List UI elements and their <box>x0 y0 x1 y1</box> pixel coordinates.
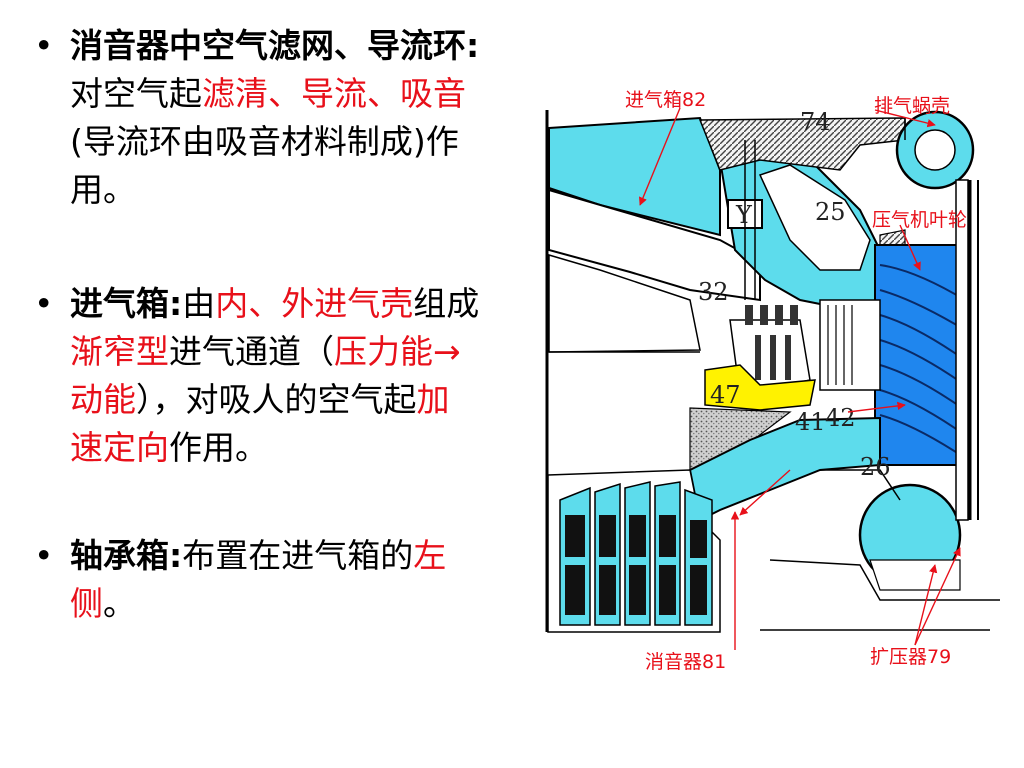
intake-text-1: 由 <box>182 284 216 323</box>
silencer-text-2: (导流环由吸音材料制成)作用。 <box>70 122 459 209</box>
bearing-heading: 轴承箱: <box>70 536 183 575</box>
label-exhaust-volute: 排气蜗壳 <box>874 95 950 117</box>
seal-housing <box>819 299 881 391</box>
part-number-y: Y <box>735 201 753 229</box>
bearing-text-2: 。 <box>103 584 136 623</box>
intake-highlight-1: 内、外进气壳 <box>215 284 414 323</box>
seal-rings <box>827 305 853 385</box>
impeller-blades <box>879 264 966 459</box>
intake-text-4: ），对吸人的空气起 <box>136 380 417 419</box>
bearing-housing-region <box>548 253 701 353</box>
silencer-text-1: 对空气起 <box>70 74 202 113</box>
silencer-absorber-blocks <box>565 515 707 615</box>
intake-text-3: 进气通道（ <box>169 332 334 371</box>
intake-text-2: 组成 <box>413 284 480 323</box>
intake-text-5: 作用。 <box>169 428 268 467</box>
bullet-dot: • <box>34 26 54 65</box>
silencer-heading: 消音器中空气滤网、导流环: <box>70 26 480 65</box>
part-number-26: 26 <box>860 453 891 481</box>
oil-chamber-47 <box>704 364 816 411</box>
intake-highlight-2: 渐窄型 <box>70 332 169 371</box>
silencer-highlight: 滤清、导流、吸音 <box>202 74 466 113</box>
intake-shell-wall <box>548 188 761 302</box>
bullet-dot: • <box>34 284 54 323</box>
bullet-list: • 消音器中空气滤网、导流环: 对空气起滤清、导流、吸音 (导流环由吸音材料制成)作… <box>30 22 480 628</box>
intake-heading: 进气箱: <box>70 284 183 323</box>
upper-intake-passage <box>548 116 721 237</box>
exhaust-volute-lower-flange <box>869 559 961 591</box>
callout-lines <box>638 107 961 650</box>
part-number-47: 47 <box>710 381 741 409</box>
intake-volute-core <box>758 164 871 271</box>
bearing-text-1: 布置在进气箱的 <box>182 536 414 575</box>
part-number-25: 25 <box>815 198 846 226</box>
label-compressor-impeller: 压气机叶轮 <box>872 209 967 231</box>
bullet-dot: • <box>34 536 54 575</box>
bullet-silencer: • 消音器中空气滤网、导流环: 对空气起滤清、导流、吸音 (导流环由吸音材料制成)作… <box>30 22 480 214</box>
part-number-42: 42 <box>825 404 856 432</box>
intake-highlight-3: 压力能→动能 <box>70 332 461 419</box>
label-intake-box: 进气箱82 <box>625 89 706 111</box>
exhaust-volute-upper-core <box>914 129 956 171</box>
bearing-teeth <box>745 305 798 380</box>
bullet-intake-box: • 进气箱:由内、外进气壳组成渐窄型进气通道（压力能→动能），对吸人的空气起加速… <box>30 280 480 472</box>
turbine-blade-strip <box>955 179 969 521</box>
label-silencer: 消音器81 <box>645 651 726 673</box>
part-number-41: 41 <box>795 408 826 436</box>
label-diffuser: 扩压器79 <box>870 646 951 668</box>
intake-highlight-4: 加速定向 <box>70 380 450 467</box>
part-number-74: 74 <box>800 108 831 136</box>
bullet-bearing-box: • 轴承箱:布置在进气箱的左侧。 <box>30 532 480 628</box>
internal-linework <box>549 118 1000 631</box>
part-number-32: 32 <box>698 278 729 306</box>
bearing-highlight: 左侧 <box>70 536 447 623</box>
